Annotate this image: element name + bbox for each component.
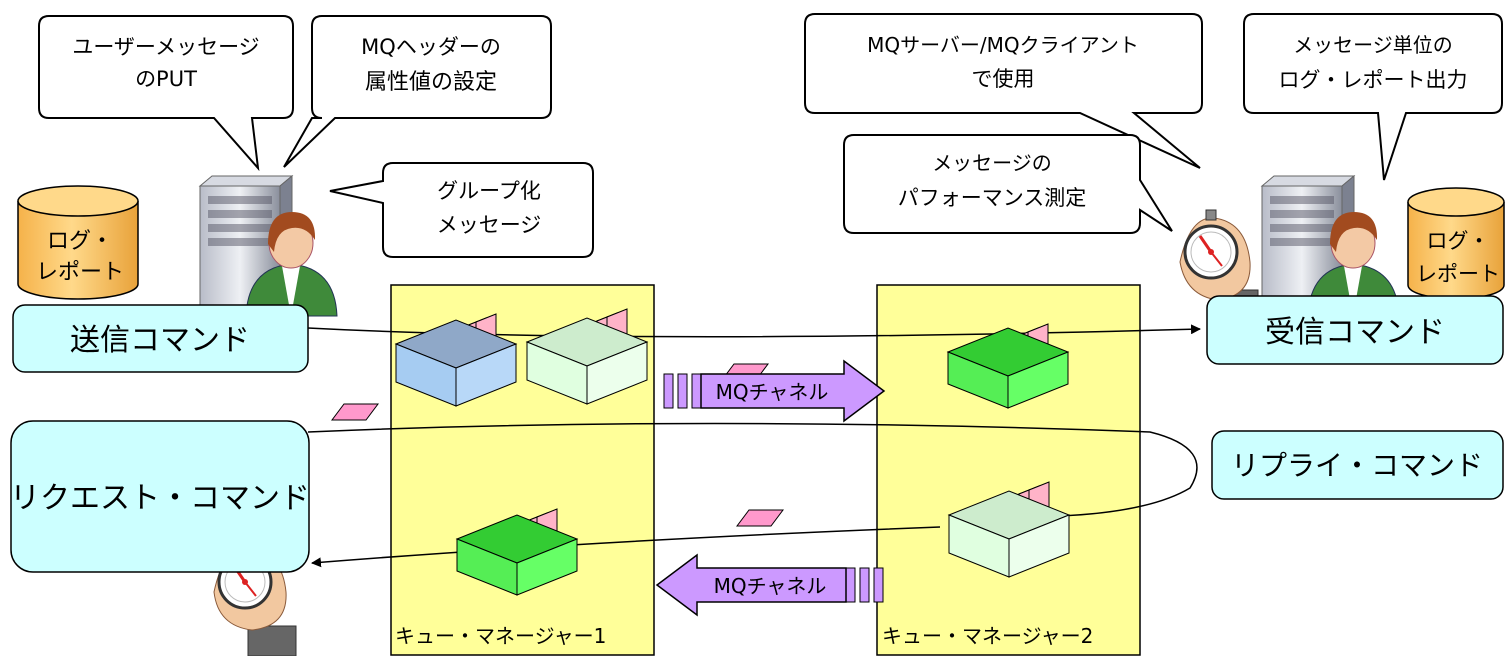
callout-mq-header: MQヘッダーの 属性値の設定: [283, 15, 552, 168]
mq-channel-forward-label: MQチャネル: [716, 380, 829, 404]
queue-tray-qm2-receive: [946, 323, 1070, 409]
callout-server-client-line1: MQサーバー/MQクライアント: [867, 33, 1139, 57]
callout-group-line1: グループ化: [437, 179, 541, 203]
callout-performance: メッセージの パフォーマンス測定: [843, 134, 1173, 234]
mq-channel-back: MQチャネル: [655, 553, 884, 617]
request-command-box: リクエスト・コマンド: [10, 420, 310, 573]
send-command-label: 送信コマンド: [70, 323, 250, 358]
callout-per-message-log: メッセージ単位の ログ・レポート出力: [1243, 13, 1503, 181]
callout-mq-header-line2: 属性値の設定: [365, 70, 497, 95]
callout-performance-line1: メッセージの: [932, 151, 1052, 175]
callout-mq-header-line1: MQヘッダーの: [361, 35, 501, 59]
log-report-left-line2: レポート: [36, 260, 124, 285]
callout-server-client-line2: で使用: [972, 67, 1035, 91]
callout-group-line2: メッセージ: [437, 213, 542, 237]
receive-command-box: 受信コマンド: [1206, 295, 1504, 365]
queue-manager-1-label: キュー・マネージャー1: [395, 624, 606, 648]
callout-user-put: ユーザーメッセージ のPUT: [38, 15, 294, 172]
queue-tray-qm2-reply: [947, 481, 1071, 578]
log-report-cylinder-left: ログ・ レポート: [17, 185, 139, 300]
queue-tray-qm1-send: [394, 313, 518, 407]
log-report-right-line1: ログ・: [1427, 229, 1490, 253]
queue-tray-qm1-reply: [455, 508, 579, 596]
message-icon-middle: [736, 509, 784, 527]
callout-group-message: グループ化 メッセージ: [329, 162, 594, 258]
log-report-right-line2: レポート: [1416, 262, 1500, 286]
mq-channel-forward: MQチャネル: [663, 359, 886, 423]
queue-manager-2-label: キュー・マネージャー2: [882, 624, 1093, 648]
server-user-right-icon: [1260, 174, 1400, 317]
request-flow-line: [307, 422, 1198, 517]
send-command-box: 送信コマンド: [12, 304, 309, 373]
queue-tray-qm1-transmit: [525, 308, 649, 405]
callout-performance-line2: パフォーマンス測定: [898, 186, 1087, 210]
receive-command-label: 受信コマンド: [1265, 315, 1445, 350]
callout-user-put-line2: のPUT: [135, 67, 197, 91]
log-report-cylinder-right: ログ・ レポート: [1407, 187, 1505, 300]
mq-channel-back-label: MQチャネル: [714, 574, 827, 598]
callout-log-line1: メッセージ単位の: [1293, 33, 1453, 57]
reply-flow-line: [311, 526, 941, 568]
callout-log-line2: ログ・レポート出力: [1279, 68, 1468, 92]
reply-command-label: リプライ・コマンド: [1231, 449, 1483, 482]
request-command-label: リクエスト・コマンド: [10, 481, 310, 516]
server-user-left-icon: [198, 174, 338, 317]
callout-server-client: MQサーバー/MQクライアント で使用: [804, 13, 1203, 169]
log-report-left-line1: ログ・: [47, 229, 113, 254]
callout-user-put-line1: ユーザーメッセージ: [72, 35, 259, 59]
reply-command-box: リプライ・コマンド: [1211, 430, 1504, 500]
message-icon-left: [331, 403, 379, 421]
